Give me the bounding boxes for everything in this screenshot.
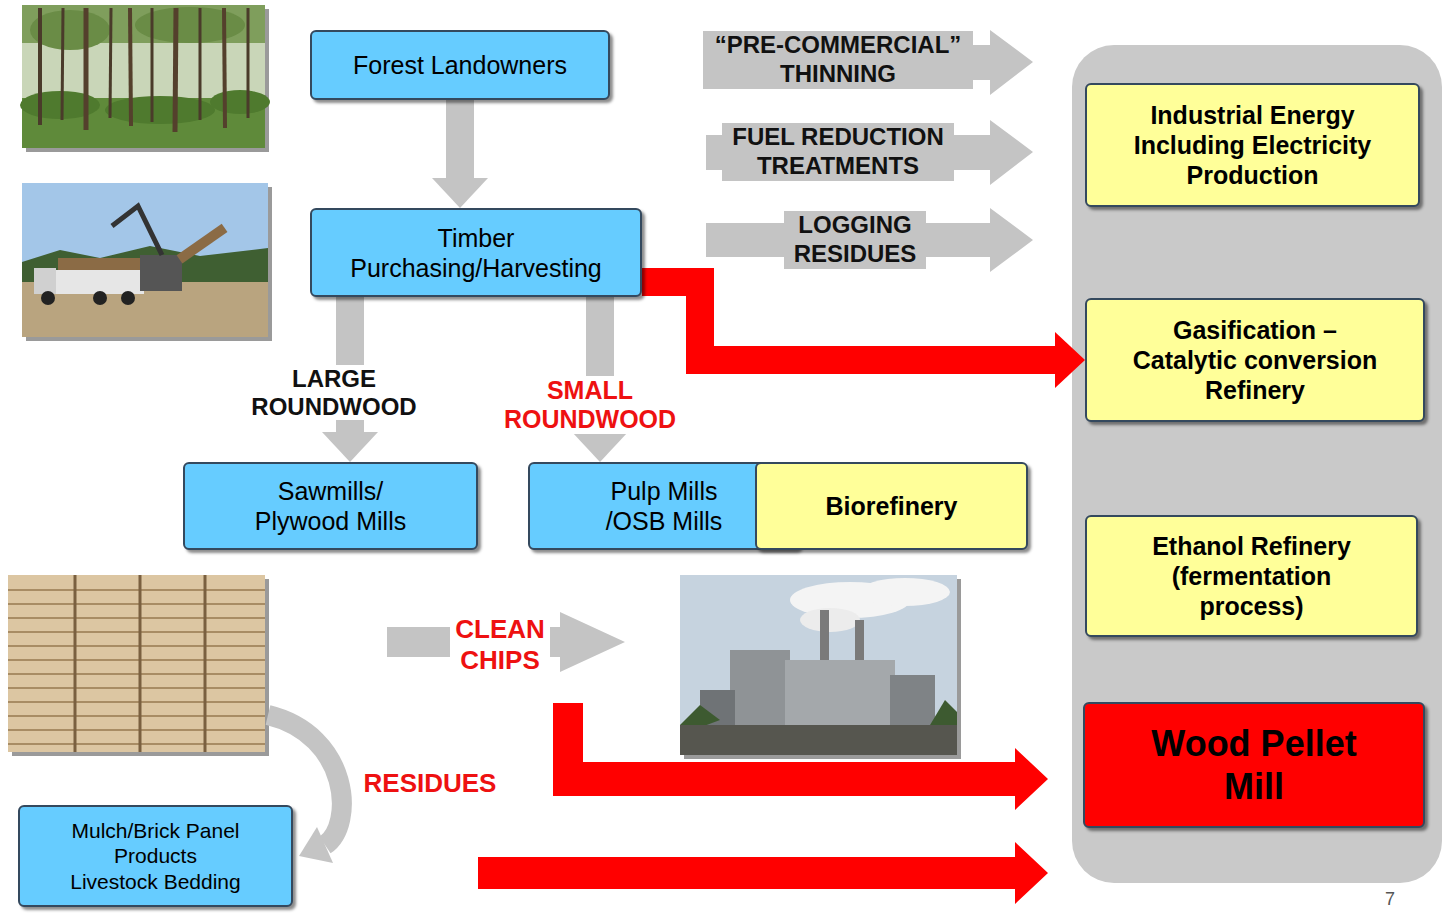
tree-trunk [84,8,89,130]
node-text: Gasification – Catalytic conversion Refi… [1129,315,1381,405]
process-box: Sawmills/ Plywood Mills [183,462,478,550]
node-text: Timber Purchasing/Harvesting [326,223,626,283]
arrow-head [299,827,333,863]
wheel [93,291,107,305]
bush [210,90,270,114]
arrow-head [432,178,488,208]
page-number: 7 [1375,889,1405,911]
plank-lines [8,590,265,744]
wheel [41,291,55,305]
arrow-label: CLEAN CHIPS [450,614,550,676]
plank-gaps [75,575,205,752]
connector-line [446,100,474,178]
photo-sky [22,183,268,337]
harvest-photo [22,183,272,341]
smokestack [820,610,829,660]
arrow-head [1055,332,1085,388]
flow-connector [432,100,488,208]
process-box: Forest Landowners [310,30,610,100]
tree-trunk [110,8,111,118]
flow-arrow [553,703,1048,810]
node-text: Wood Pellet Mill [1134,722,1374,808]
tree-trunk [199,8,202,120]
arrow-label: “PRE-COMMERCIAL” THINNING [703,31,973,89]
node-text: Sawmills/ Plywood Mills [231,476,431,536]
product-box: Biorefinery [755,462,1028,550]
side-panel [1072,45,1442,883]
building [730,650,790,725]
product-box: Industrial Energy Including Electricity … [1085,83,1420,207]
log [177,224,228,264]
mill-photo [680,575,961,759]
wheel [121,291,135,305]
truck-cab [34,268,56,294]
tree-trunk [224,8,225,128]
lumber-photo [8,575,269,756]
node-text: Pulp Mills /OSB Mills [589,476,739,536]
node-text: Forest Landowners [320,50,600,80]
process-box: Timber Purchasing/Harvesting [310,208,642,297]
product-box: Ethanol Refinery (fermentation process) [1085,515,1418,637]
tree-trunk [247,8,250,118]
photo-sky [22,5,265,148]
edge-label: SMALL ROUNDWOOD [490,376,690,434]
forest-photo [20,5,270,152]
node-text: Ethanol Refinery (fermentation process) [1147,531,1357,621]
edge-label: LARGE ROUNDWOOD [239,365,429,420]
loader [140,255,182,291]
smokestack [855,620,864,660]
node-text: Biorefinery [772,491,1012,521]
tree-trunk [151,8,154,122]
truck-body [52,270,144,294]
road [680,725,957,755]
node-text: Mulch/Brick Panel Products Livestock Bed… [70,818,242,894]
arrow-head [322,432,378,462]
product-box: Gasification – Catalytic conversion Refi… [1085,298,1425,422]
connector-line [642,282,1055,360]
smoke [800,608,860,632]
flow-arrow [478,842,1048,904]
arrow-label: FUEL REDUCTION TREATMENTS [722,123,954,181]
photo-sky [680,575,957,755]
smoke [860,578,950,606]
arrow-head [572,432,628,462]
building [785,660,895,725]
log-load [58,258,140,272]
building [890,675,935,725]
flow-arrow [706,120,1033,185]
arrow-label: LOGGING RESIDUES [784,211,926,269]
tree-trunk [175,8,176,132]
process-box: Mulch/Brick Panel Products Livestock Bed… [18,805,293,907]
node-text: Industrial Energy Including Electricity … [1128,100,1378,190]
highlight-box: Wood Pellet Mill [1083,702,1425,828]
flow-arrow [706,208,1033,272]
loader-arm [112,206,162,255]
tree-trunk [130,8,131,126]
lumber-stack [8,575,265,752]
flow-connector [642,282,1085,388]
arrow-label: RESIDUES [360,768,500,799]
tree-trunk [62,8,63,120]
tree-trunk [38,8,42,125]
